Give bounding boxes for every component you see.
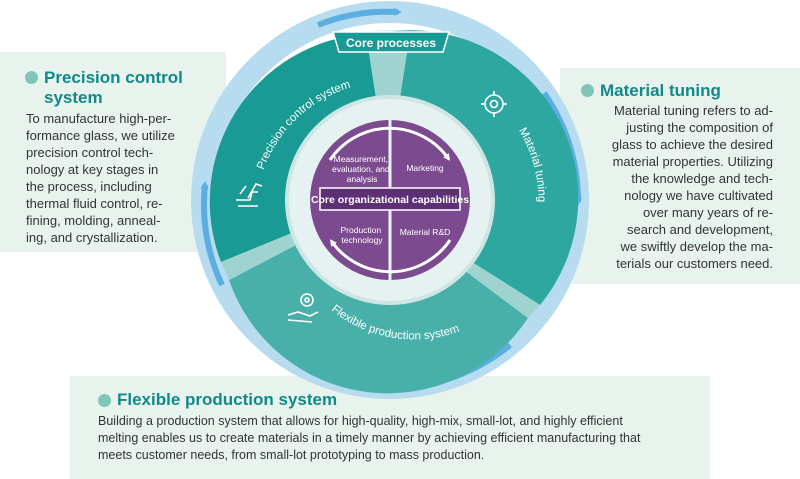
separator-left bbox=[221, 233, 296, 280]
core-capabilities-band bbox=[319, 187, 461, 211]
core-processes-label: Core processes bbox=[346, 36, 436, 50]
segment-material bbox=[386, 30, 579, 306]
hand-control-icon bbox=[236, 183, 263, 207]
quadrant-top-right-label: Marketing bbox=[406, 163, 444, 173]
segment-precision bbox=[209, 34, 376, 262]
material-line: glass to achieve the desired bbox=[611, 137, 773, 152]
precision-line: precision control tech- bbox=[26, 145, 154, 160]
precision-title: Precision control system bbox=[44, 68, 183, 108]
material-line: the knowledge and tech- bbox=[631, 171, 773, 186]
material-line: search and development, bbox=[627, 222, 773, 237]
quadrant-top-left-label: Measurement, evaluation, and analysis bbox=[332, 154, 392, 184]
precision-line: ing, and crystallization. bbox=[26, 230, 158, 245]
precision-bullet-icon bbox=[25, 71, 38, 84]
precision-description: To manufacture high-per- formance glass,… bbox=[26, 110, 222, 246]
quadrant-top-left-line: analysis bbox=[347, 174, 378, 184]
quadrant-bottom-left-line: Production bbox=[340, 225, 381, 235]
precision-line: nology at key stages in bbox=[26, 162, 159, 177]
quadrant-top-left-line: Measurement, bbox=[334, 154, 388, 164]
core-capabilities-label: Core organizational capabilities bbox=[311, 194, 469, 206]
precision-title-line: Precision control bbox=[44, 68, 183, 87]
quadrant-top-left-line: evaluation, and bbox=[332, 164, 390, 174]
core-processes-banner bbox=[331, 31, 451, 53]
flexible-line: melting enables us to create materials i… bbox=[98, 431, 641, 445]
outer-arrow-left bbox=[200, 181, 225, 287]
material-line: justing the composition of bbox=[626, 120, 773, 135]
quadrant-bottom-left-line: technology bbox=[341, 235, 383, 245]
precision-line: the process, including bbox=[26, 179, 152, 194]
quadrant-bottom-right bbox=[390, 200, 470, 280]
material-description: Material tuning refers to ad- justing th… bbox=[583, 102, 773, 272]
material-title: Material tuning bbox=[600, 81, 721, 100]
precision-title-line: system bbox=[44, 88, 103, 107]
material-line: material properties. Utilizing bbox=[612, 154, 773, 169]
flexible-title: Flexible production system bbox=[117, 390, 338, 409]
hand-gear-icon bbox=[287, 293, 319, 323]
inner-arrow-top bbox=[328, 126, 451, 161]
inner-ring-edge bbox=[285, 95, 495, 305]
material-line: over many years of re- bbox=[642, 205, 773, 220]
flexible-line: meets customer needs, from small-lot pro… bbox=[98, 448, 485, 462]
material-bullet-icon bbox=[581, 84, 594, 97]
flexible-description: Building a production system that allows… bbox=[98, 413, 698, 464]
precision-line: formance glass, we utilize bbox=[26, 128, 175, 143]
quadrant-top-right bbox=[390, 120, 470, 200]
precision-line: To manufacture high-per- bbox=[26, 111, 172, 126]
quadrant-top-left bbox=[310, 120, 390, 200]
flexible-bullet-icon bbox=[98, 394, 111, 407]
separator-right bbox=[464, 262, 540, 318]
precision-line: thermal fluid control, re- bbox=[26, 196, 163, 211]
material-line: Material tuning refers to ad- bbox=[614, 103, 773, 118]
material-panel bbox=[560, 68, 800, 284]
material-line: we swiftly develop the ma- bbox=[620, 239, 773, 254]
material-line: nology we have cultivated bbox=[624, 188, 773, 203]
precision-panel bbox=[0, 52, 226, 252]
quadrant-bottom-right-label: Material R&D bbox=[400, 227, 451, 237]
inner-arrow-bottom bbox=[329, 239, 452, 274]
outer-arrow-top bbox=[316, 7, 402, 28]
quadrant-bottom-left bbox=[310, 200, 390, 280]
quadrant-bottom-left-label: Production technology bbox=[340, 225, 383, 245]
flexible-line: Building a production system that allows… bbox=[98, 414, 623, 428]
precision-line: fining, molding, anneal- bbox=[26, 213, 161, 228]
material-line: terials our customers need. bbox=[616, 256, 773, 271]
gear-icon bbox=[481, 91, 507, 117]
